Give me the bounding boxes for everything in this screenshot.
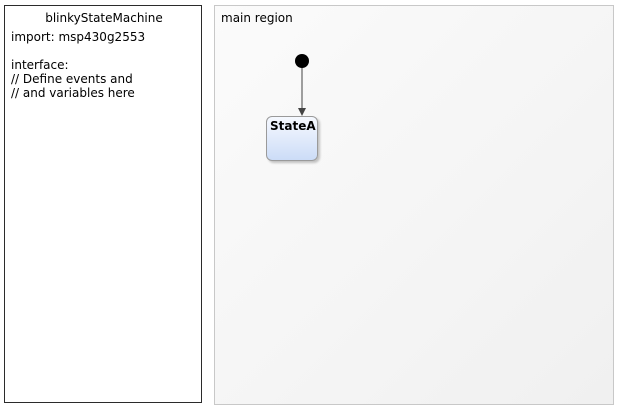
statechart-name: blinkyStateMachine xyxy=(45,11,163,25)
entry-node[interactable] xyxy=(295,54,309,68)
definition-text[interactable]: import: msp430g2553 interface: // Define… xyxy=(11,30,146,100)
state-name: StateA xyxy=(270,119,316,133)
main-region[interactable]: main region StateA xyxy=(214,5,614,405)
region-diagram xyxy=(295,54,309,116)
region-label: main region xyxy=(221,11,293,25)
definition-section[interactable]: blinkyStateMachine import: msp430g2553 i… xyxy=(4,5,202,403)
state-statea[interactable]: StateA xyxy=(266,116,318,161)
